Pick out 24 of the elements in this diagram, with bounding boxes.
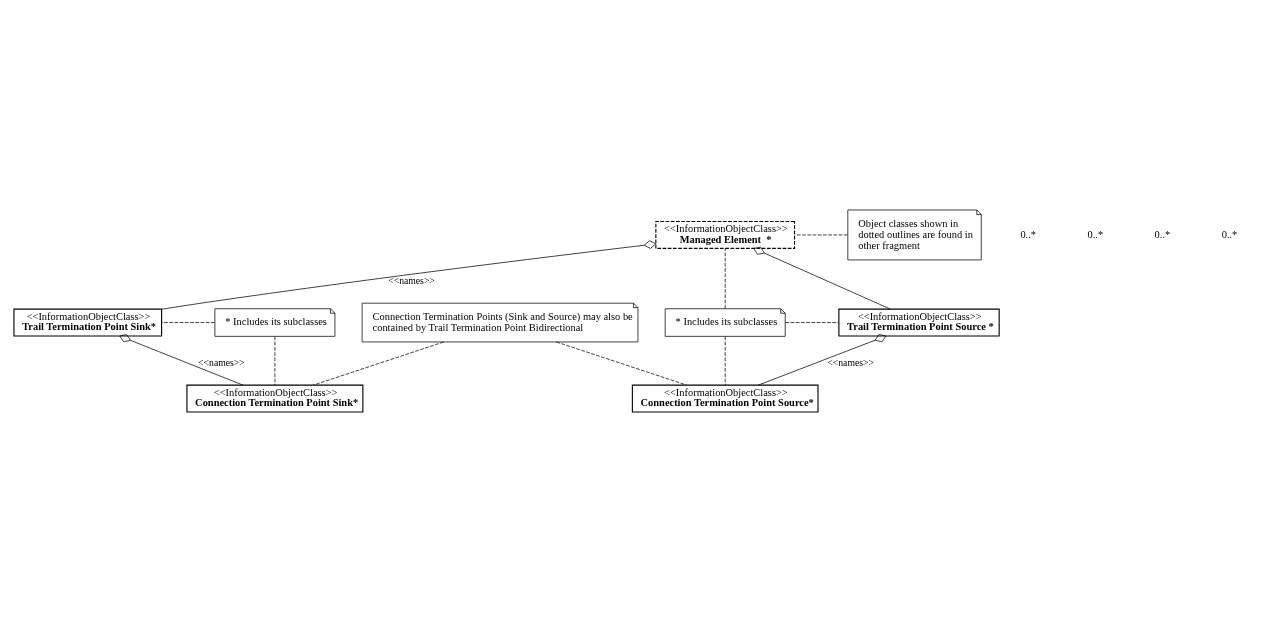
node-box: <<InformationObjectClass>> Trail Termination Point Source * <box>838 308 1000 337</box>
node-box: <<InformationObjectClass>> Connection Termination Point Source* <box>631 384 819 413</box>
connector <box>161 239 657 310</box>
connector <box>274 335 276 385</box>
connector <box>161 321 216 323</box>
node-box: <<InformationObjectClass>> Connection Termination Point Sink* <box>186 384 364 413</box>
label: 0..* <box>1154 228 1171 240</box>
node-box: <<InformationObjectClass>> Trail Termination Point Sink* <box>13 308 163 337</box>
edge-label: <<names>> <box>388 274 435 286</box>
edge-label: <<names>> <box>827 356 874 368</box>
connector <box>785 321 839 323</box>
label: 0..* <box>1020 228 1037 240</box>
label: 0..* <box>1221 228 1238 240</box>
connector <box>794 234 848 235</box>
connector <box>757 333 887 386</box>
connector <box>724 247 726 309</box>
connector <box>556 341 688 385</box>
edge-label: <<names>> <box>198 356 245 368</box>
label: 0..* <box>1087 228 1104 240</box>
connector <box>724 335 726 385</box>
connector <box>753 246 891 309</box>
connector <box>119 333 244 386</box>
node-box: <<InformationObjectClass>> Managed Element * <box>655 220 796 249</box>
connector <box>313 341 444 385</box>
